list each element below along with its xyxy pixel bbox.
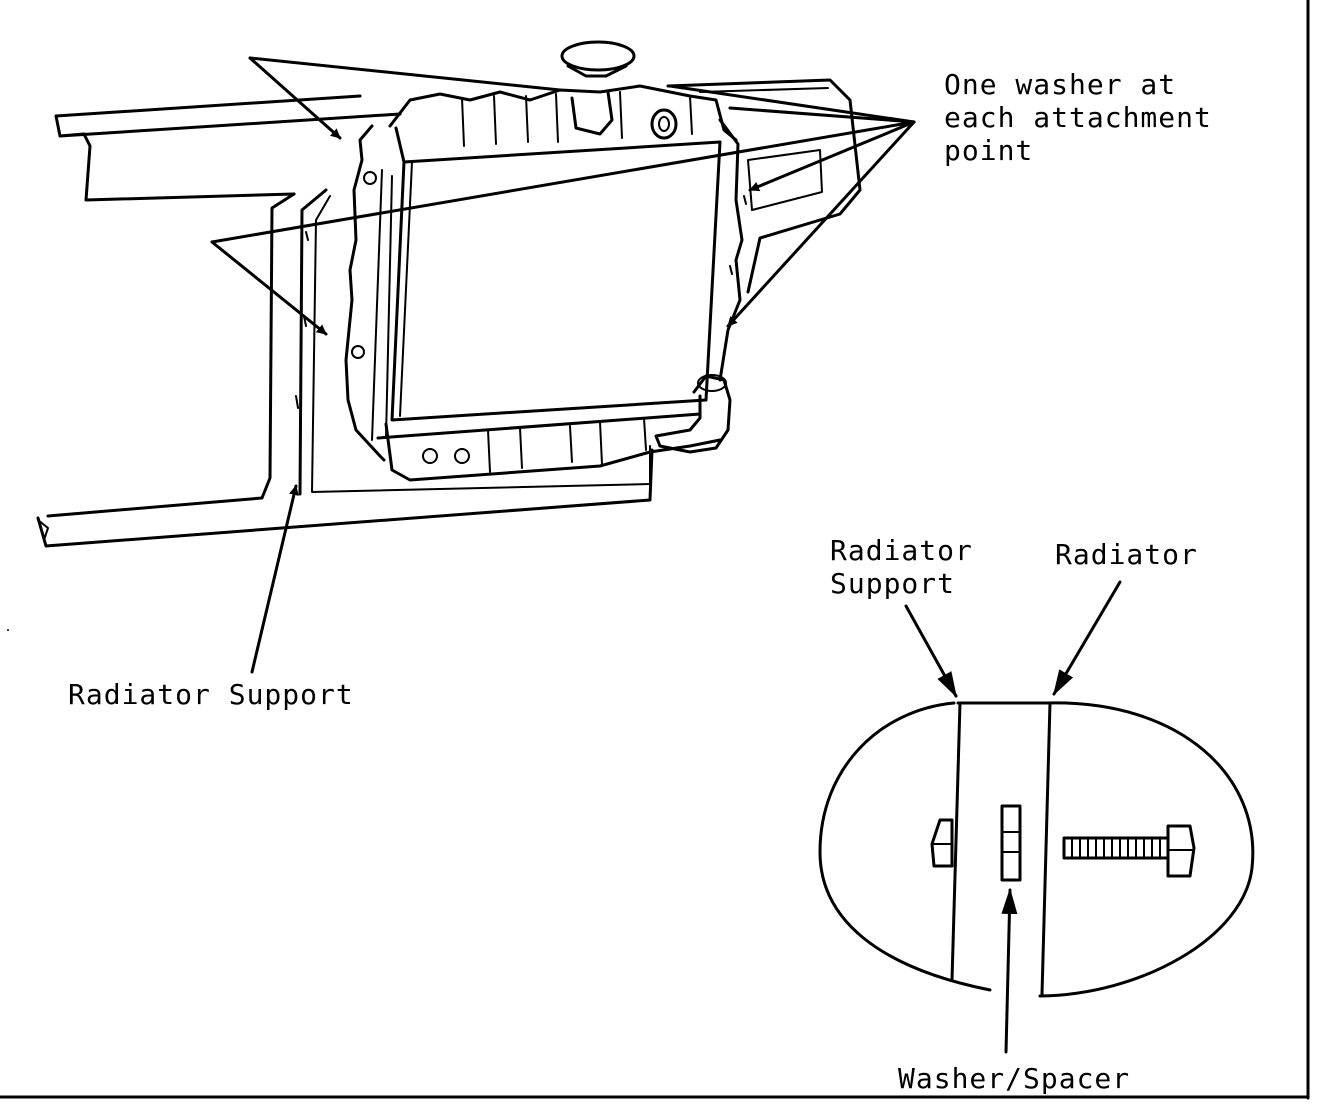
- detail-radiator-support-label: Radiator Support: [830, 534, 973, 600]
- detail-view: [818, 580, 1255, 1054]
- page-border: [0, 0, 1310, 1100]
- radiator: [344, 40, 747, 482]
- washer-spacer-label: Washer/Spacer: [898, 1062, 1131, 1095]
- radiator-support-frame: [36, 78, 862, 548]
- washer-attachment-note: One washer at each attachment point: [944, 68, 1212, 167]
- radiator-support-label: Radiator Support: [68, 678, 354, 711]
- scan-speck: [7, 629, 9, 631]
- leader-lines: [210, 56, 916, 674]
- detail-radiator-label: Radiator: [1055, 538, 1198, 571]
